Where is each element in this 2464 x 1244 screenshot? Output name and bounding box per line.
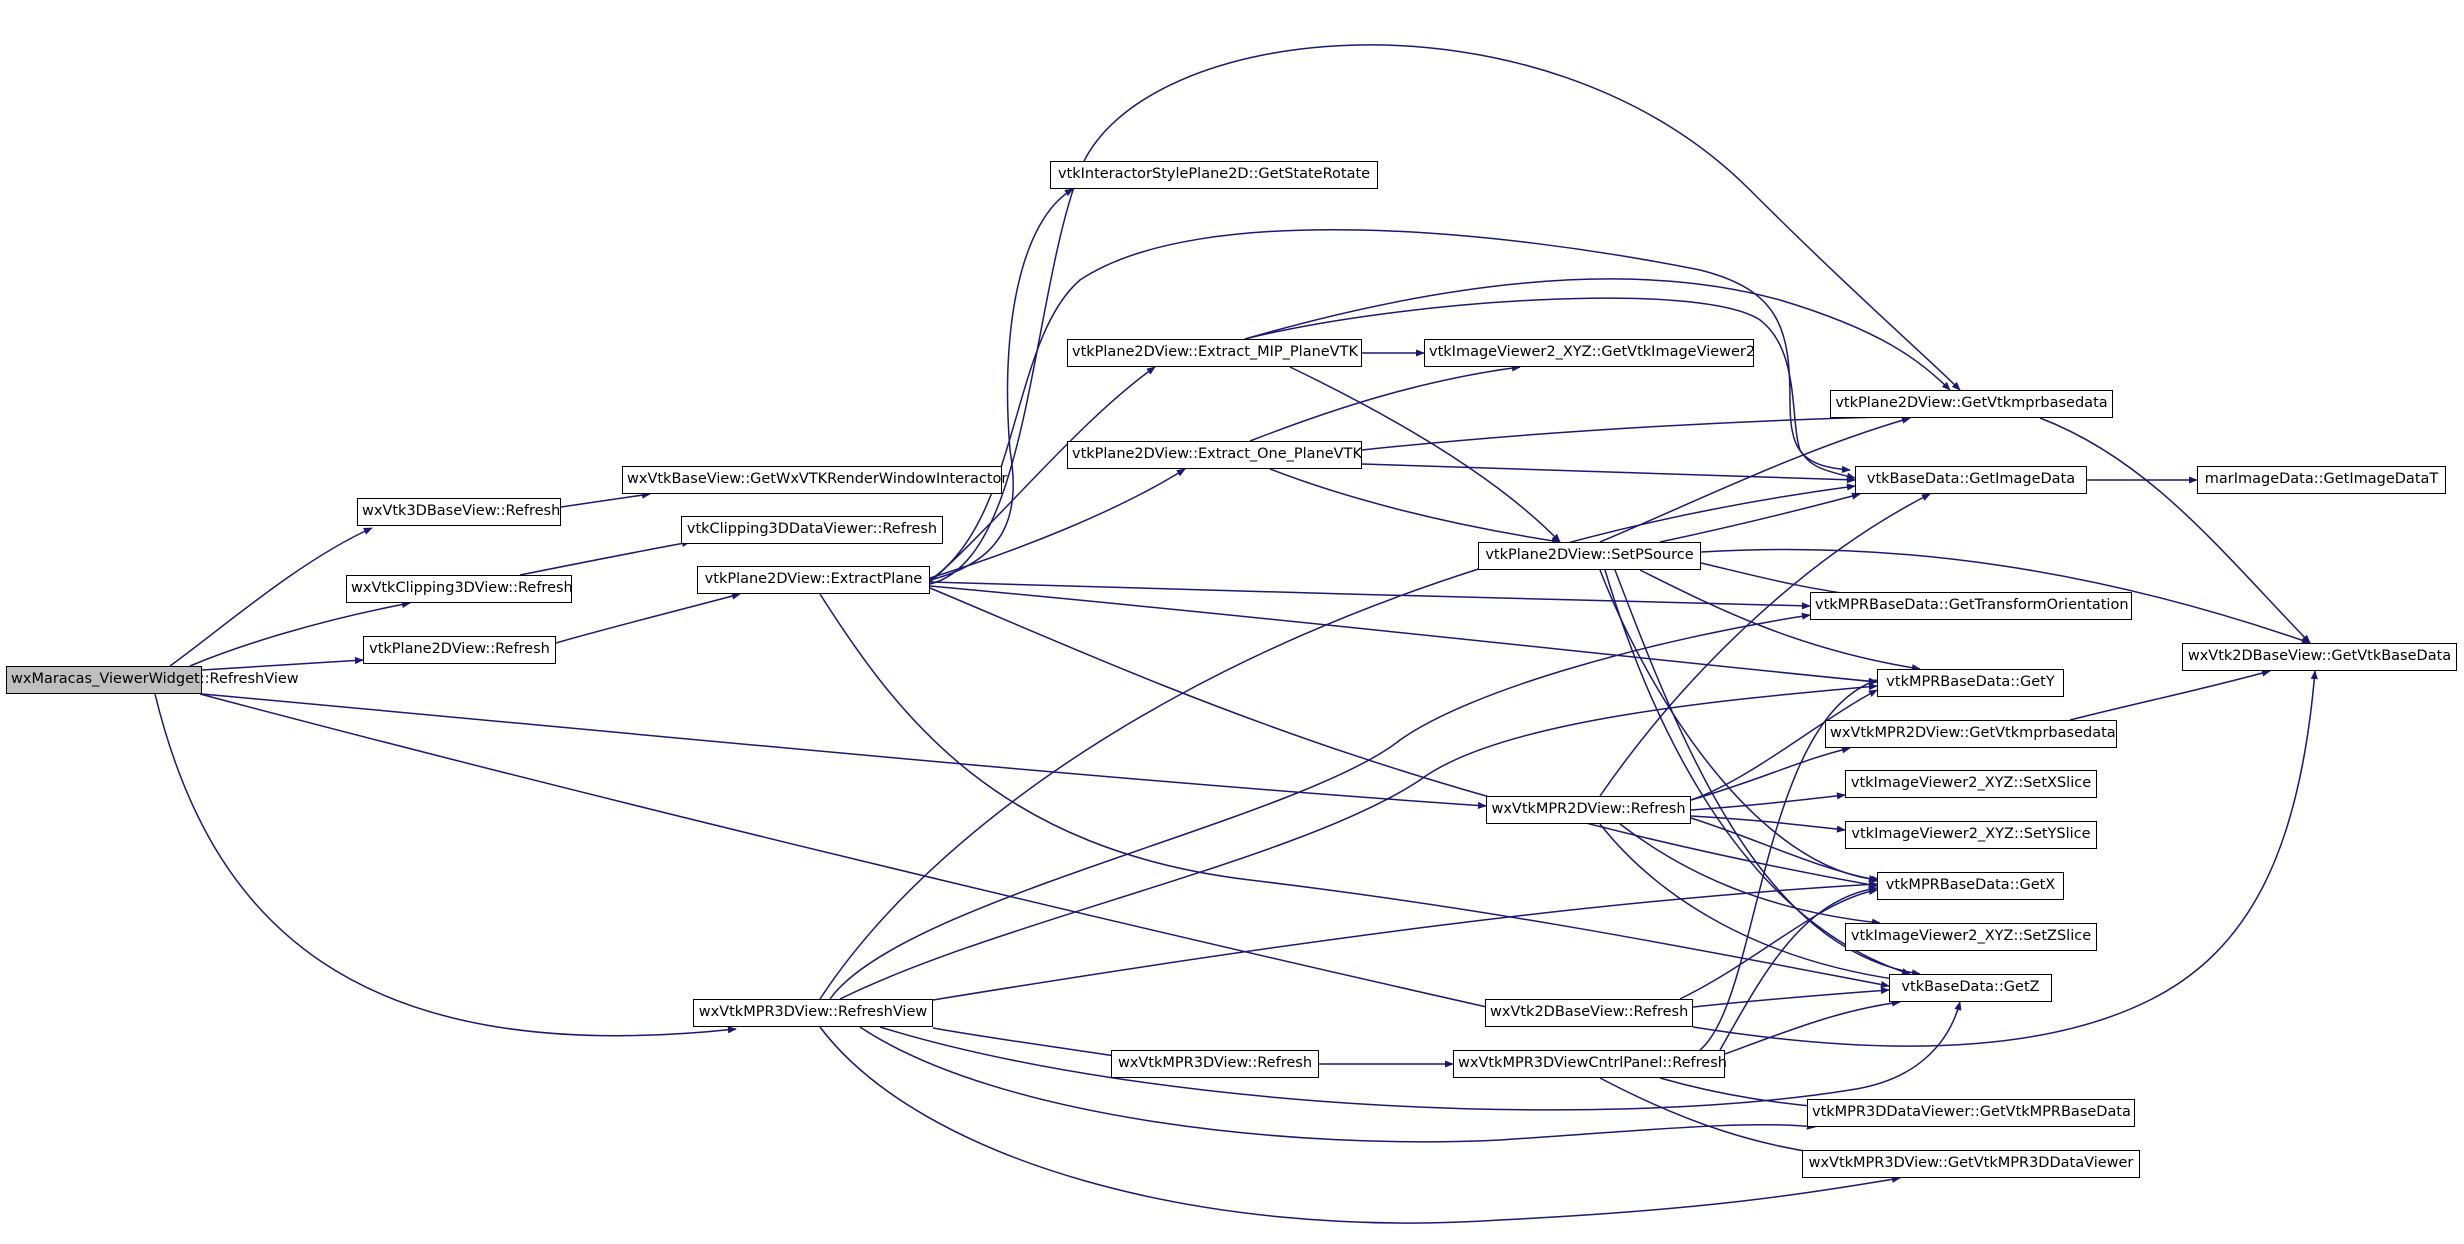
edge-cntrlpanel-to-vtkmprbasedata-getx [1719, 885, 1878, 1051]
edge-cntrlpanel-to-vtkmprbasedata-gety [1699, 679, 1878, 1051]
edge-extract-one-to-getimagedata [1361, 463, 1856, 484]
edge-wxvtk2d-refresh-to-wxvtk2d-getvtkbasedata [1692, 670, 2318, 1047]
edge-wxvtkmpr2d-refresh-to-vtkmprbasedata-getx [1690, 817, 1878, 883]
edge-root-to-wxvtkmpr2d-refresh [201, 693, 1487, 810]
node-wxvtkmpr2dview-refresh[interactable]: wxVtkMPR2DView::Refresh [1486, 796, 1691, 824]
edge-extractplane-to-vtkmprbasedata-gety [929, 585, 1878, 685]
edge-wxvtkmpr2d-refresh-to-getimagedata [1599, 493, 1931, 797]
edge-refreshview-to-vtkmpr3ddataviewer-getvtkmprbasedata [859, 1026, 1816, 1143]
node-vtkplane2dview-extract-one-planevtk[interactable]: vtkPlane2DView::Extract_One_PlaneVTK [1067, 441, 1362, 469]
edge-extract-mip-to-getvtkmprbasedata [1244, 278, 1951, 391]
edge-wxvtkmpr2d-refresh-to-vtkmprbasedata-gety [1690, 689, 1878, 801]
node-vtkplane2dview-getvtkmprbasedata[interactable]: vtkPlane2DView::GetVtkmprbasedata [1830, 390, 2113, 418]
edge-cntrlpanel-to-vtkbasedata-getz [1724, 999, 1901, 1055]
node-marimagedata-getimagedatat[interactable]: marImageData::GetImageDataT [2197, 466, 2446, 494]
node-wxvtk3dbaseview-refresh[interactable]: wxVtk3DBaseView::Refresh [357, 498, 561, 526]
edge-root-to-wxvtkclipping3d-refresh [189, 600, 411, 667]
node-vtkimageviewer2-xyz-setxslice[interactable]: vtkImageViewer2_XYZ::SetXSlice [1845, 770, 2097, 798]
node-vtkinteractorstyleplane2d-getstaterotate[interactable]: vtkInteractorStylePlane2D::GetStateRotat… [1050, 161, 1378, 189]
edge-refreshview-to-gettransformorientation [829, 612, 1811, 1000]
node-vtkbasedata-getz[interactable]: vtkBaseData::GetZ [1889, 974, 2052, 1002]
edge-extract-one-to-getvtkmprbasedata [1361, 412, 1916, 451]
edge-vtkplane2d-refresh-to-extractplane [555, 592, 741, 644]
edge-root-to-wxvtkmpr3d-refreshview [154, 693, 737, 1037]
node-vtkimageviewer2-xyz-setyslice[interactable]: vtkImageViewer2_XYZ::SetYSlice [1845, 821, 2097, 849]
node-wxvtk2dbaseview-refresh[interactable]: wxVtk2DBaseView::Refresh [1485, 999, 1693, 1027]
edge-wxvtkmpr2d-refresh-to-vtkbasedata-getz [1599, 823, 1901, 983]
edge-extractplane-to-vtkbasedata-getz [819, 593, 1890, 989]
edge-root-to-wxvtk2d-refresh [199, 693, 1501, 1012]
edge-extractplane-to-getstaterotate [929, 188, 1074, 581]
edge-wxvtkclipping3d-refresh-to-vtkclipping3d-refresh [519, 539, 691, 576]
edge-setpsource-to-vtkmprbasedata-gety [1639, 569, 1921, 672]
node-vtkimageviewer2-xyz-getvtkimageviewer2[interactable]: vtkImageViewer2_XYZ::GetVtkImageViewer2 [1424, 339, 1755, 367]
edge-refreshview-to-vtkmprbasedata-gety [839, 683, 1878, 1000]
edge-root-to-vtkplane2d-refresh [201, 656, 364, 671]
edge-wxvtkmpr2d-refresh-to-setxslice [1690, 792, 1846, 811]
edge-setpsource-to-vtkmprbasedata-getx [1599, 569, 1881, 883]
edge-wxvtk2d-refresh-to-vtkmprbasedata-getx [1679, 887, 1878, 1000]
edge-wxvtkmpr2d-getvtkmprbasedata-to-wxvtk2d-getvtkbasedata [2069, 669, 2271, 721]
edge-wxvtkmpr2d-refresh-to-wxvtkmpr2d-getvtkmprbasedata [1690, 746, 1851, 801]
node-wxvtkmpr3dview-refreshview[interactable]: wxVtkMPR3DView::RefreshView [693, 999, 933, 1027]
edge-root-to-wxvtk3d-refresh [169, 527, 373, 667]
edge-extractplane-to-gettransformorientation [929, 581, 1811, 610]
node-wxvtkbaseview-getwxvtkrenderwindowinteractor[interactable]: wxVtkBaseView::GetWxVTKRenderWindowInter… [622, 466, 1007, 494]
edge-extractplane-to-getvtkmprbasedata [929, 44, 1961, 585]
edge-extract-one-to-getvtkimageviewer2 [1249, 364, 1521, 442]
edge-wxvtk3d-refresh-to-getwxvtkrwi [560, 491, 651, 508]
node-wxvtkmpr3dviewcntrlpanel-refresh[interactable]: wxVtkMPR3DViewCntrlPanel::Refresh [1453, 1050, 1727, 1078]
edge-extract-one-to-setpsource [1269, 468, 1561, 545]
node-wxvtkclipping3dview-refresh[interactable]: wxVtkClipping3DView::Refresh [346, 575, 573, 603]
node-vtkimageviewer2-xyz-setzslice[interactable]: vtkImageViewer2_XYZ::SetZSlice [1845, 923, 2097, 951]
node-vtkmprbasedata-gety[interactable]: vtkMPRBaseData::GetY [1877, 669, 2064, 697]
edge-setpsource-to-vtkbasedata-getz-2 [1614, 569, 1921, 977]
node-vtkplane2dview-setpsource[interactable]: vtkPlane2DView::SetPSource [1478, 542, 1701, 570]
edge-extractplane-to-extract-mip [929, 366, 1156, 583]
edge-refreshview-to-wxvtkmpr3d-getvtkmpr3ddataviewer [819, 1026, 1901, 1224]
node-wxvtkmpr3dview-getvtkmpr3ddataviewer[interactable]: wxVtkMPR3DView::GetVtkMPR3DDataViewer [1802, 1150, 2140, 1178]
edge-refreshview-to-getimagedata [819, 483, 1856, 1000]
node-vtkclipping3ddataviewer-refresh[interactable]: vtkClipping3DDataViewer::Refresh [681, 516, 943, 544]
edge-refreshview-to-wxvtkmpr3d-refresh [932, 1027, 1141, 1063]
node-vtkplane2dview-extractplane[interactable]: vtkPlane2DView::ExtractPlane [697, 566, 930, 594]
edge-extract-mip-to-setpsource [1289, 366, 1561, 543]
edge-wxvtkmpr2d-refresh-to-setzslice [1619, 823, 1881, 926]
node-vtkmpr3ddataviewer-getvtkmprbasedata[interactable]: vtkMPR3DDataViewer::GetVtkMPRBaseData [1807, 1099, 2135, 1127]
edge-extractplane-to-vtkmprbasedata-getx [929, 587, 1878, 889]
edge-extractplane-to-getimagedata [929, 228, 1851, 581]
edge-refreshview-to-vtkbasedata-getz [879, 1001, 1962, 1111]
edge-refreshview-to-vtkmprbasedata-getx [932, 880, 1878, 1001]
edge-wxvtkmpr2d-refresh-to-setyslice [1690, 815, 1846, 833]
node-vtkbasedata-getimagedata[interactable]: vtkBaseData::GetImageData [1855, 466, 2087, 494]
node-vtkmprbasedata-gettransformorientation[interactable]: vtkMPRBaseData::GetTransformOrientation [1810, 592, 2132, 620]
edge-extractplane-to-extract-one [929, 468, 1186, 579]
edge-extract-mip-to-getimagedata [1244, 297, 1856, 480]
node-vtkmprbasedata-getx[interactable]: vtkMPRBaseData::GetX [1877, 872, 2064, 900]
edge-setpsource-to-getimagedata [1659, 492, 1861, 543]
node-wxmaracas-viewerwidget-refreshview[interactable]: wxMaracas_ViewerWidget::RefreshView [6, 666, 299, 694]
node-wxvtkmpr3dview-refresh[interactable]: wxVtkMPR3DView::Refresh [1111, 1050, 1319, 1078]
edge-wxvtk2d-refresh-to-vtkbasedata-getz [1692, 986, 1890, 1008]
node-wxvtkmpr2dview-getvtkmprbasedata[interactable]: wxVtkMPR2DView::GetVtkmprbasedata [1825, 720, 2117, 748]
edge-setpsource-to-wxvtk2d-getvtkbasedata [1700, 548, 2311, 644]
node-vtkplane2dview-extract-mip-planevtk[interactable]: vtkPlane2DView::Extract_MIP_PlaneVTK [1067, 339, 1362, 367]
node-wxvtk2dbaseview-getvtkbasedata[interactable]: wxVtk2DBaseView::GetVtkBaseData [2182, 643, 2457, 671]
node-vtkplane2dview-refresh[interactable]: vtkPlane2DView::Refresh [363, 636, 556, 664]
edge-getvtkmprbasedata-to-wxvtk2d-getvtkbasedata [2039, 417, 2311, 644]
